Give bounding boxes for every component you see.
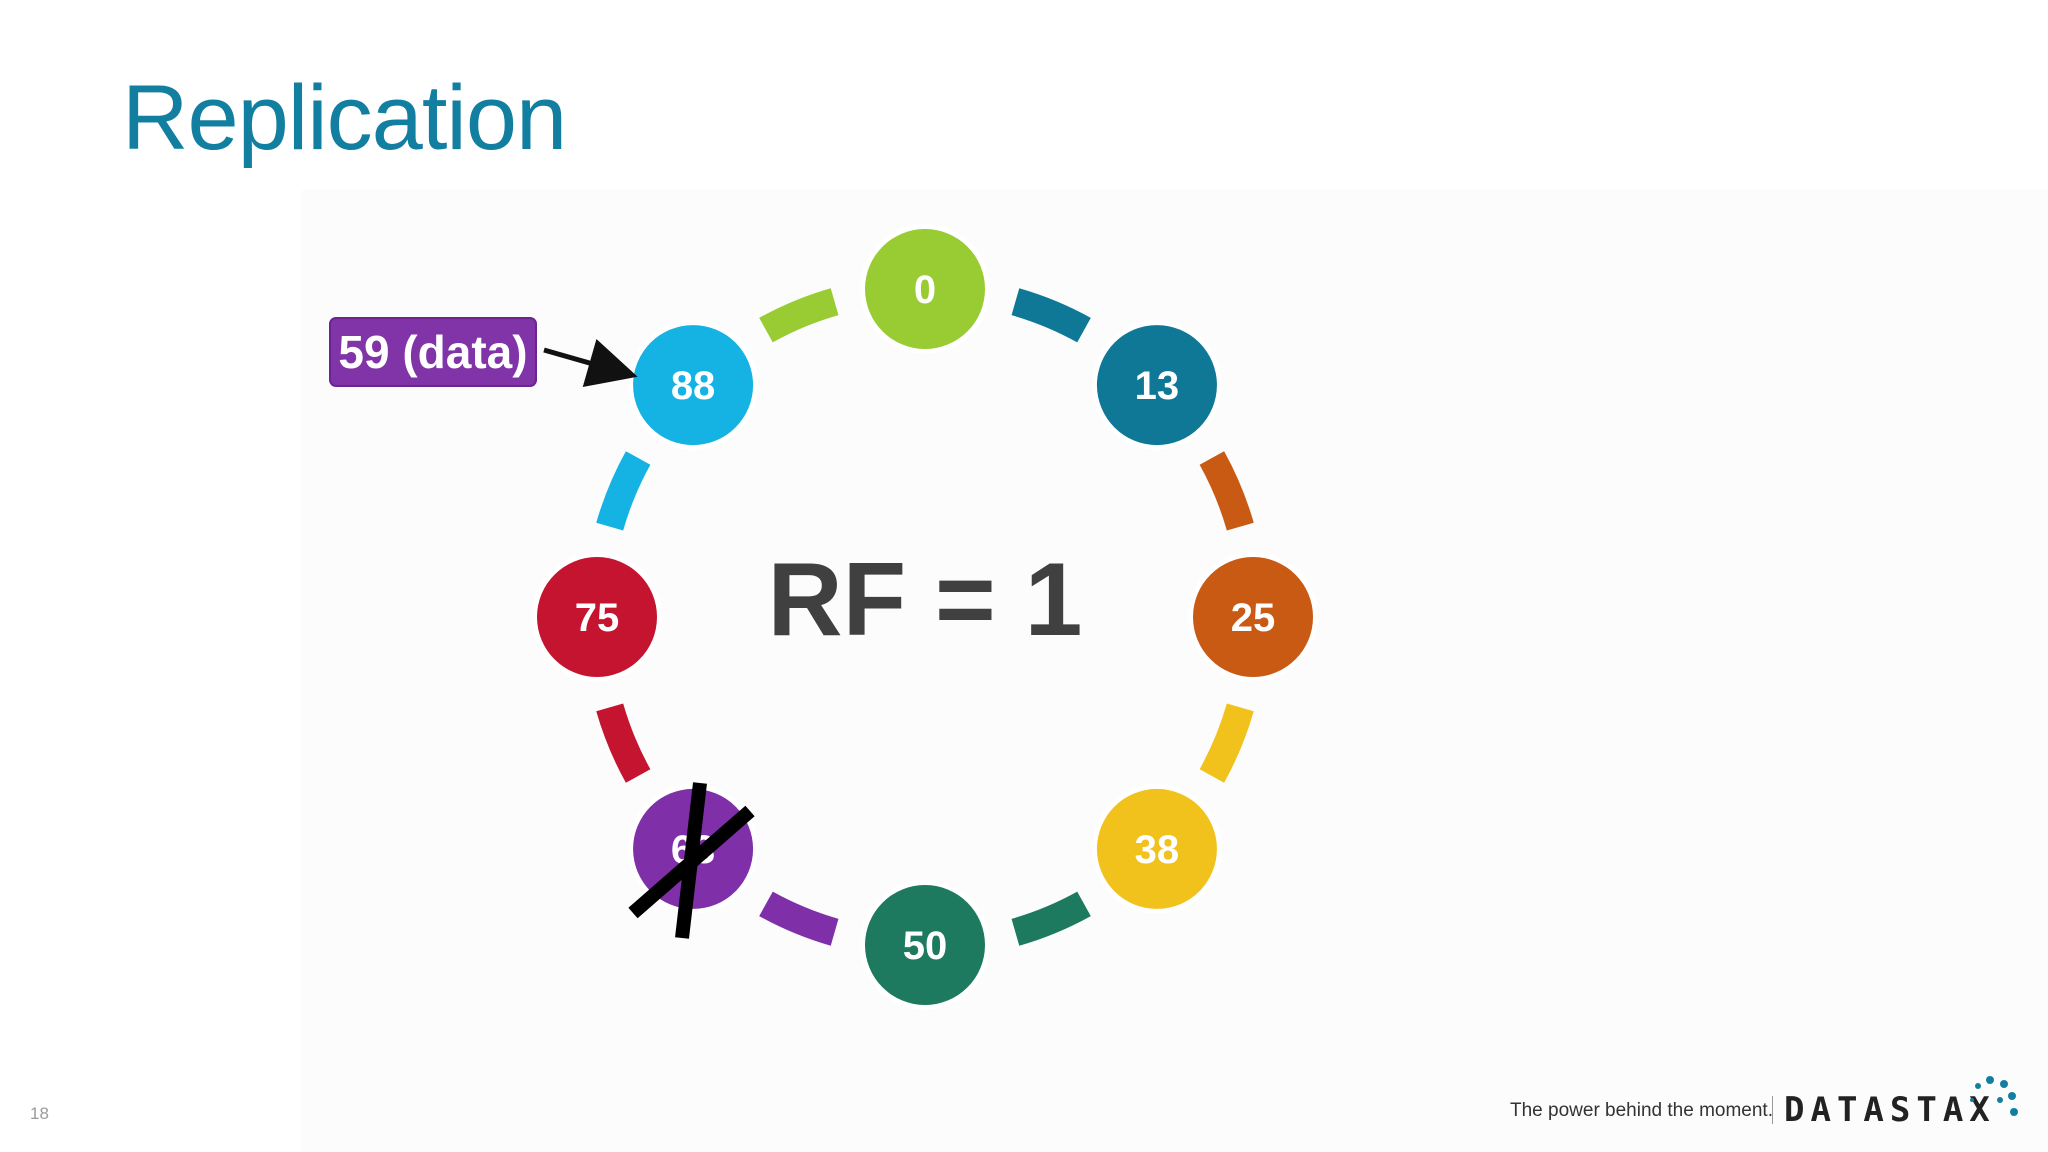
ring-arcs — [596, 288, 1254, 946]
ring-node-38: 38 — [1091, 783, 1222, 914]
ring-arc-88-0 — [759, 288, 839, 343]
slide-title: Replication — [122, 67, 567, 169]
ring-arc-13-25 — [1199, 451, 1254, 531]
ring-arc-0-13 — [1011, 288, 1091, 343]
ring-node-88: 88 — [628, 320, 759, 451]
ring-node-circle — [1193, 557, 1313, 677]
ring-node-13: 13 — [1091, 320, 1222, 451]
failed-node-cross — [628, 782, 755, 939]
ring-arc-38-50 — [1011, 891, 1091, 946]
data-token-tag: 59 (data) — [329, 317, 537, 387]
slide-number: 18 — [30, 1104, 49, 1123]
ring-node-25: 25 — [1188, 552, 1318, 682]
ring-node-circle — [537, 557, 657, 677]
ring-node-label: 38 — [1135, 828, 1180, 872]
ring-node-circle — [865, 229, 985, 349]
ring-node-label: 25 — [1231, 596, 1276, 640]
ring-node-label: 0 — [914, 268, 936, 312]
ring-node-0: 0 — [860, 224, 990, 354]
ring-node-label: 50 — [903, 924, 948, 968]
ring-arc-63-75 — [596, 703, 651, 783]
ring-node-50: 50 — [860, 880, 990, 1010]
data-arrow — [543, 338, 638, 388]
ring-nodes: 013253850637588 — [532, 224, 1318, 1010]
ring-node-circle — [865, 885, 985, 1005]
datastax-logo-dots-icon — [1970, 1076, 2018, 1116]
ring-node-circle — [633, 325, 754, 446]
datastax-logo: DATASTAX — [1784, 1090, 1996, 1130]
footer-tagline: The power behind the moment. — [1510, 1100, 1773, 1121]
ring-arc-75-88 — [596, 451, 651, 531]
ring-node-label: 88 — [671, 364, 716, 408]
ring-node-75: 75 — [532, 552, 662, 682]
ring-node-circle — [1096, 788, 1217, 909]
ring-arc-50-63 — [759, 891, 839, 946]
replication-factor-label: RF = 1 — [768, 542, 1083, 658]
footer-divider — [1772, 1096, 1773, 1124]
ring-node-label: 75 — [575, 596, 620, 640]
ring-node-label: 13 — [1135, 364, 1180, 408]
ring-arc-25-38 — [1199, 703, 1254, 783]
ring-node-circle — [1096, 325, 1217, 446]
